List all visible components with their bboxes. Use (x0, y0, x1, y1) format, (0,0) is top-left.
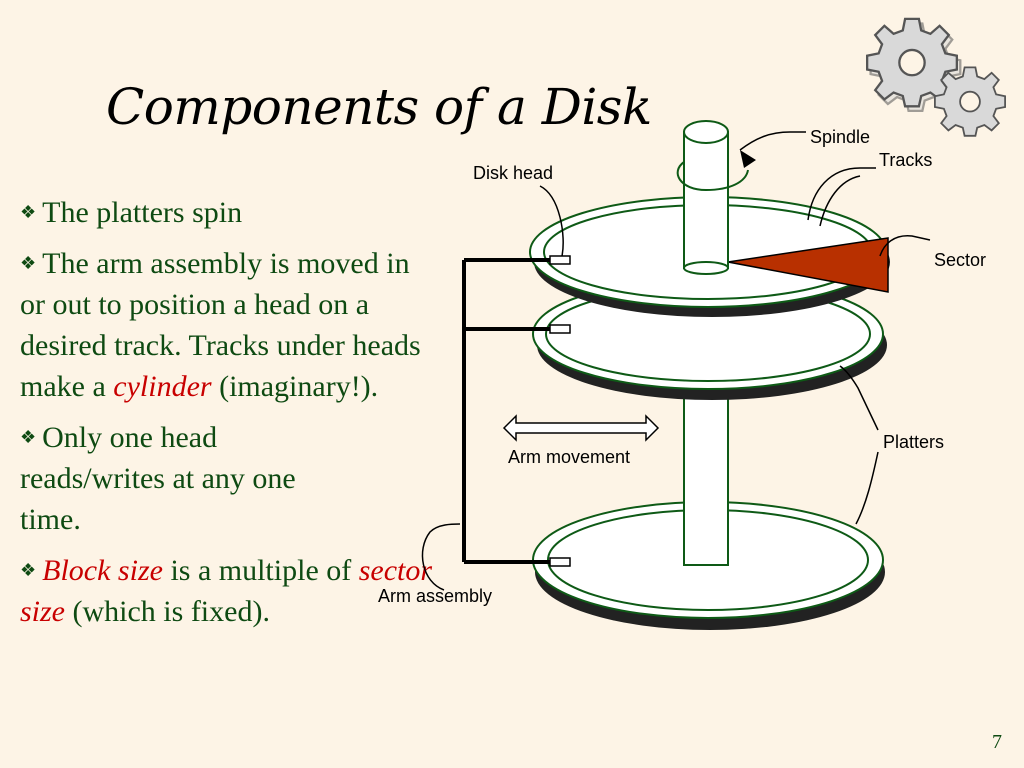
bullet-emphasis: cylinder (113, 370, 212, 403)
spindle-lower (683, 394, 729, 566)
diamond-dots-icon: ❖ (20, 427, 37, 447)
arm-movement-arrow (502, 414, 660, 442)
bullet-item: ❖The platters spin (20, 192, 460, 233)
leader-lines (421, 131, 931, 591)
bullet-text: The arm assembly is moved in or out to p… (20, 247, 421, 403)
arm-assembly (462, 258, 552, 564)
label-disk-head: Disk head (473, 163, 553, 183)
bullet-item: ❖The arm assembly is moved in or out to … (20, 243, 440, 407)
label-platters: Platters (883, 432, 944, 452)
bullet-item: ❖Block size is a multiple of sector size… (20, 550, 450, 632)
gear-icon (934, 66, 1006, 137)
page-number: 7 (992, 731, 1002, 753)
slide-title: Components of a Disk (106, 78, 652, 136)
bullet-emphasis: sector size (20, 554, 433, 628)
disk-head (549, 255, 571, 567)
sector-wedge (727, 237, 889, 293)
bullet-emphasis: Block size (42, 554, 163, 587)
bullet-list: ❖The platters spin ❖The arm assembly is … (20, 192, 460, 640)
bullet-text: (which is fixed). (65, 595, 270, 628)
label-sector: Sector (934, 250, 986, 270)
label-tracks: Tracks (879, 150, 932, 170)
diamond-dots-icon: ❖ (20, 560, 37, 580)
label-spindle: Spindle (810, 127, 870, 147)
diamond-dots-icon: ❖ (20, 253, 37, 273)
label-arm-assembly: Arm assembly (378, 586, 492, 606)
bullet-text: (imaginary!). (211, 370, 379, 403)
bullet-item: ❖Only one head reads/writes at any one t… (20, 417, 320, 540)
diamond-dots-icon: ❖ (20, 202, 37, 222)
bullet-text: is a multiple of (162, 554, 359, 587)
spindle-upper (676, 120, 756, 275)
label-arm-movement: Arm movement (508, 447, 630, 467)
bullet-text: Only one head reads/writes at any one ti… (20, 421, 296, 536)
bullet-text: The platters spin (42, 196, 243, 229)
